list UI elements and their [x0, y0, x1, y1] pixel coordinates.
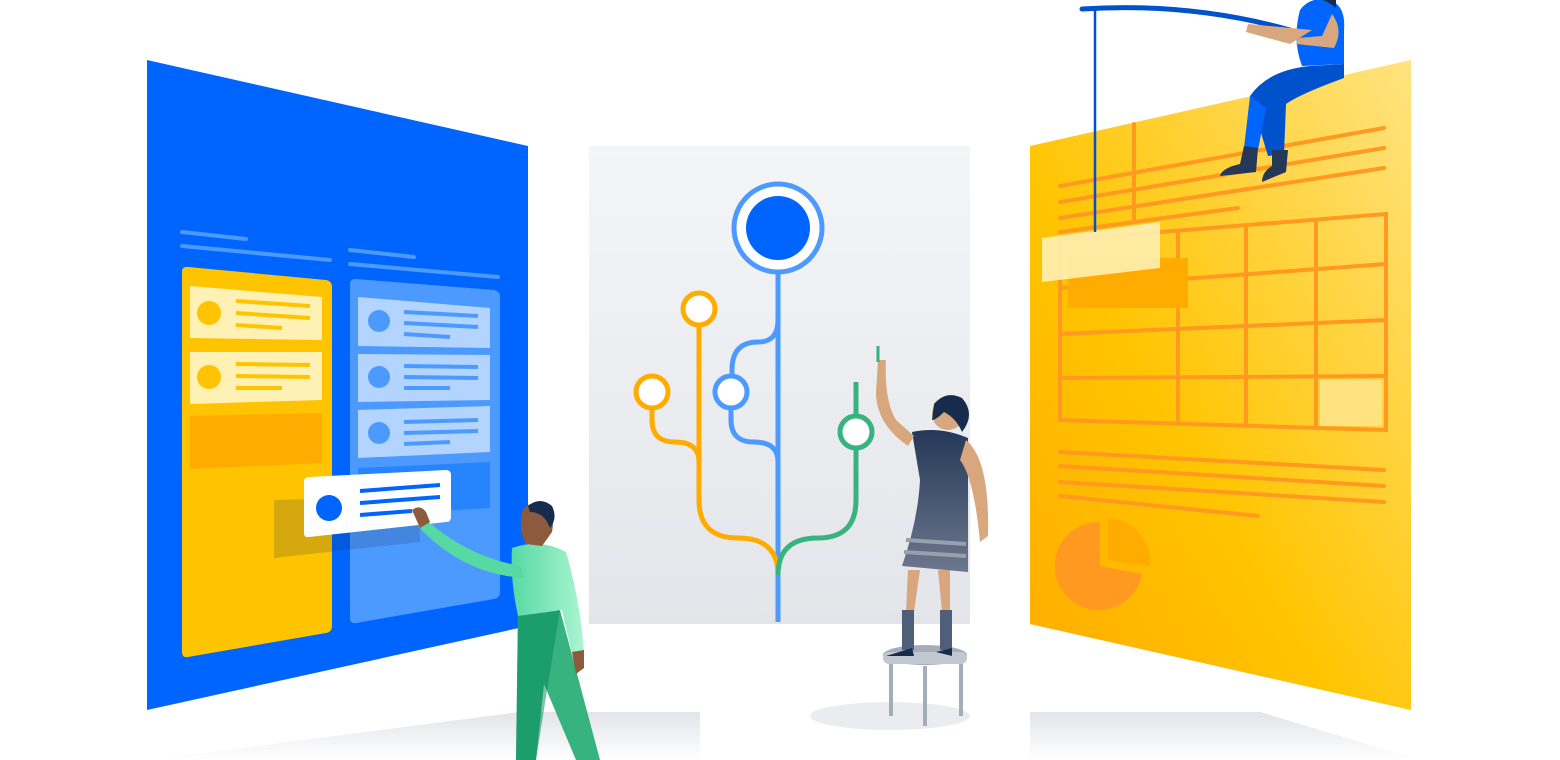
report-board — [1030, 60, 1411, 710]
person-sitting-fishing — [1220, 0, 1345, 182]
kanban-column-yellow — [182, 266, 332, 658]
kanban-card — [358, 297, 490, 348]
kanban-header-lines — [180, 230, 500, 279]
kanban-card — [190, 352, 322, 404]
kanban-card — [358, 354, 490, 402]
kanban-column-blue — [350, 279, 500, 624]
branch-panel — [589, 146, 970, 624]
floor-shadows — [150, 702, 1420, 760]
kanban-card — [358, 406, 490, 458]
kanban-dragged-card — [304, 470, 451, 538]
report-pie-chart — [1054, 518, 1151, 610]
person-on-stool — [876, 346, 989, 726]
person-dragging-card — [412, 501, 600, 760]
kanban-card — [190, 286, 322, 340]
fishing-rod — [1079, 5, 1293, 232]
kanban-board — [147, 60, 528, 710]
